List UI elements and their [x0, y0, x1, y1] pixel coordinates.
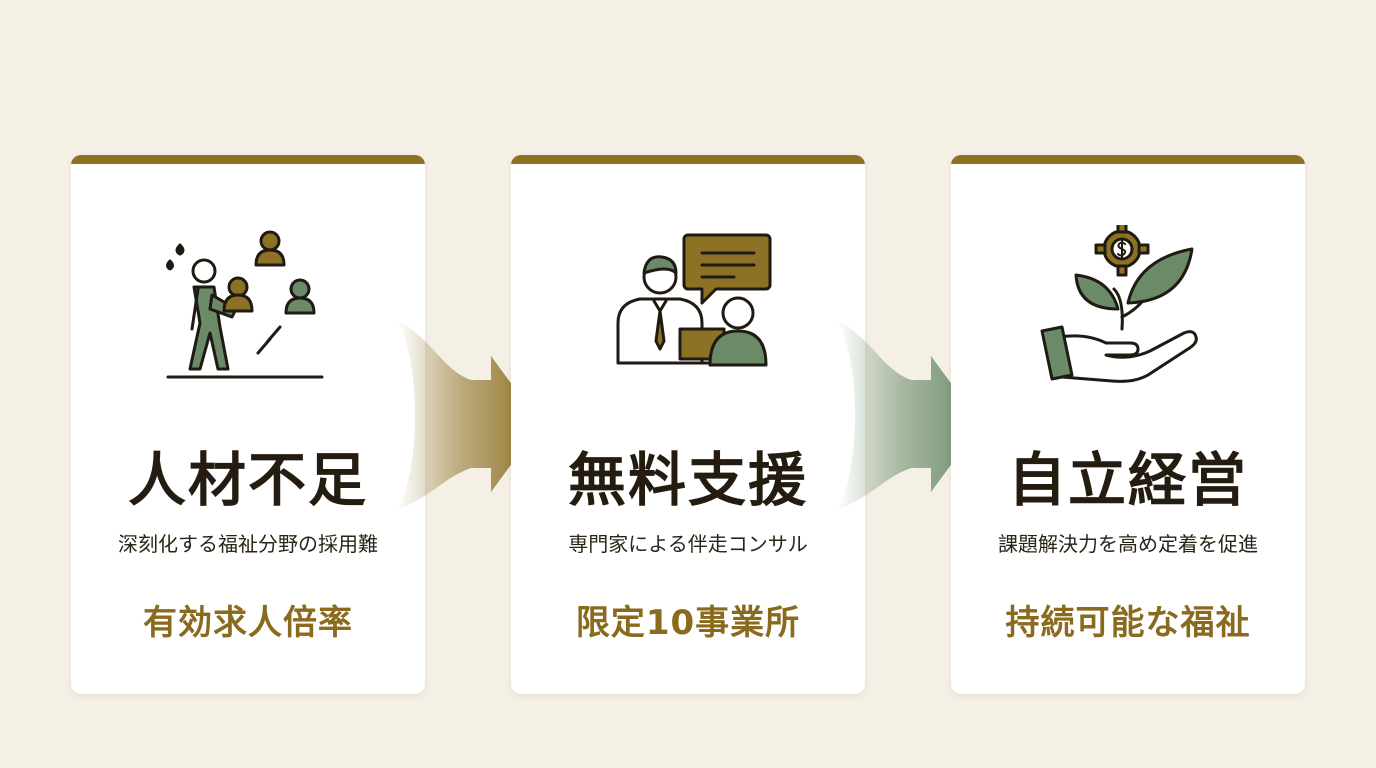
step-description: 専門家による伴走コンサル [568, 532, 808, 556]
card-accent-bar [951, 155, 1305, 164]
consultant-meeting-icon [511, 225, 865, 405]
struggling-recruiter-icon [71, 225, 425, 405]
step-card-support: 無料支援 専門家による伴走コンサル 限定10事業所 [511, 155, 865, 694]
hand-growing-plant-icon [951, 225, 1305, 405]
arrow-right-gold-icon [397, 320, 541, 510]
step-tag: 有効求人倍率 [143, 603, 353, 643]
step-description: 課題解決力を高め定着を促進 [998, 532, 1258, 556]
step-tag: 限定10事業所 [575, 603, 801, 643]
step-description: 深刻化する福祉分野の採用難 [118, 532, 378, 556]
card-accent-bar [511, 155, 865, 164]
step-title: 自立経営 [1007, 446, 1248, 514]
arrow-right-green-icon [837, 320, 981, 510]
step-tag: 持続可能な福祉 [1005, 603, 1251, 643]
card-accent-bar [71, 155, 425, 164]
step-card-independence: 自立経営 課題解決力を高め定着を促進 持続可能な福祉 [951, 155, 1305, 694]
step-card-shortage: 人材不足 深刻化する福祉分野の採用難 有効求人倍率 [71, 155, 425, 694]
step-title: 無料支援 [567, 446, 808, 514]
step-title: 人材不足 [127, 446, 368, 514]
